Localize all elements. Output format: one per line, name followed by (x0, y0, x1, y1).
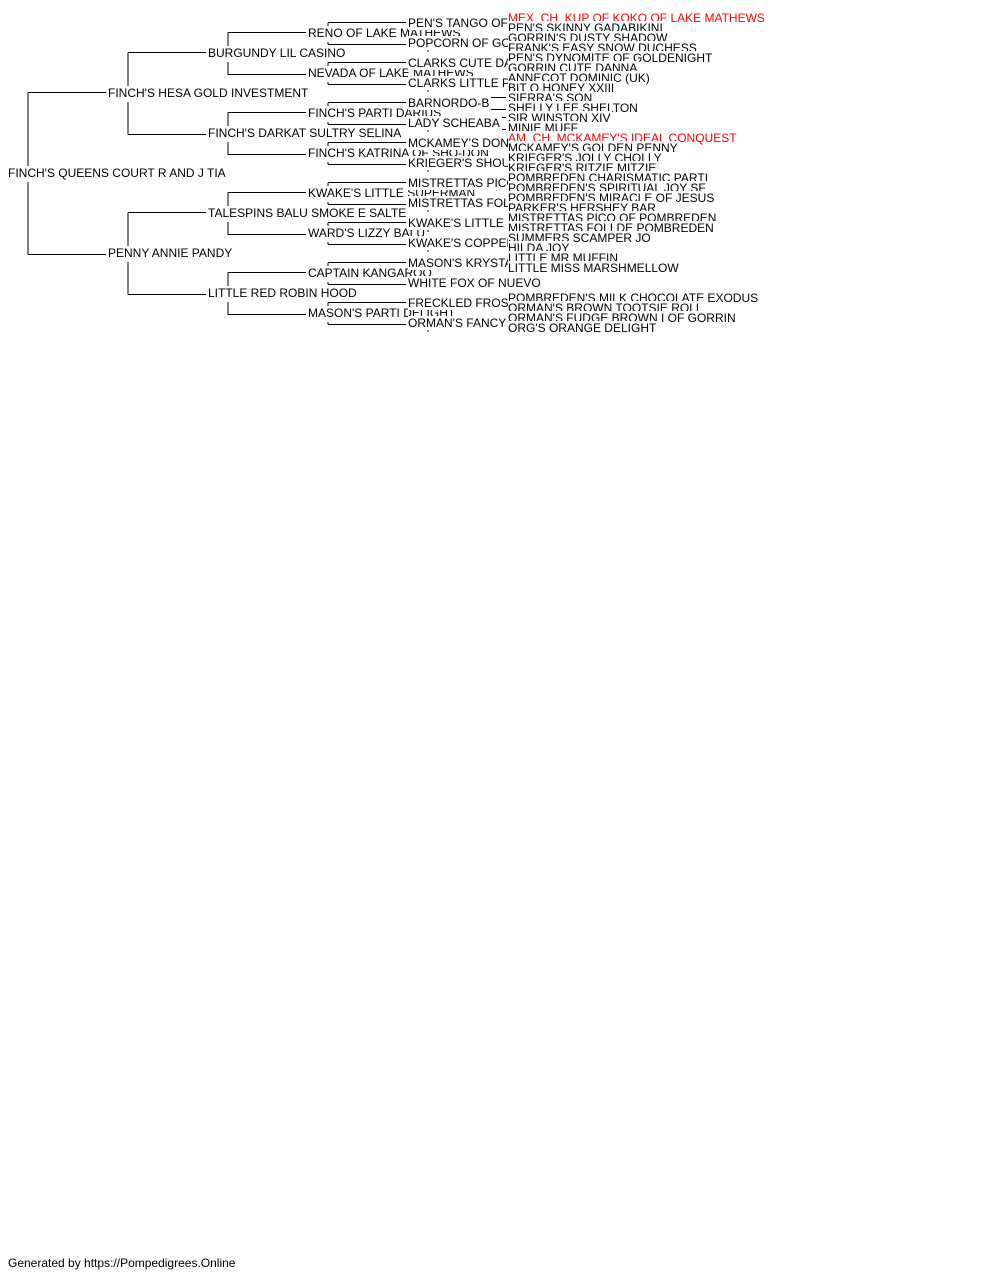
dog-name-gen5: ORG'S ORANGE DELIGHT (508, 321, 659, 335)
dog-name-gen4: MCKAMEY'S DONNY (408, 136, 528, 150)
dog-name-gen2: TALESPINS BALU SMOKE E SALTE (208, 206, 409, 220)
dog-name-gen0: FINCH'S QUEENS COURT R AND J TIA (8, 166, 228, 180)
dog-name-gen4: LADY SCHEABA (408, 116, 502, 130)
dog-name-gen1: FINCH'S HESA GOLD INVESTMENT (108, 86, 311, 100)
generated-by-footer: Generated by https://Pompedigrees.Online (8, 1256, 236, 1270)
dog-name-gen4: BARNORDO-B (408, 96, 492, 110)
dog-name-gen4: WHITE FOX OF NUEVO (408, 276, 543, 290)
dog-name-gen3: CAPTAIN KANGAROO (308, 266, 434, 280)
dog-name-gen2: BURGUNDY LIL CASINO (208, 46, 348, 60)
dog-name-gen3: WARD'S LIZZY BALU (308, 226, 427, 240)
dog-name-gen5: LITTLE MISS MARSHMELLOW (508, 261, 681, 275)
dog-name-gen2: FINCH'S DARKAT SULTRY SELINA (208, 126, 404, 140)
dog-name-gen1: PENNY ANNIE PANDY (108, 246, 235, 260)
dog-name-gen2: LITTLE RED ROBIN HOOD (208, 286, 359, 300)
